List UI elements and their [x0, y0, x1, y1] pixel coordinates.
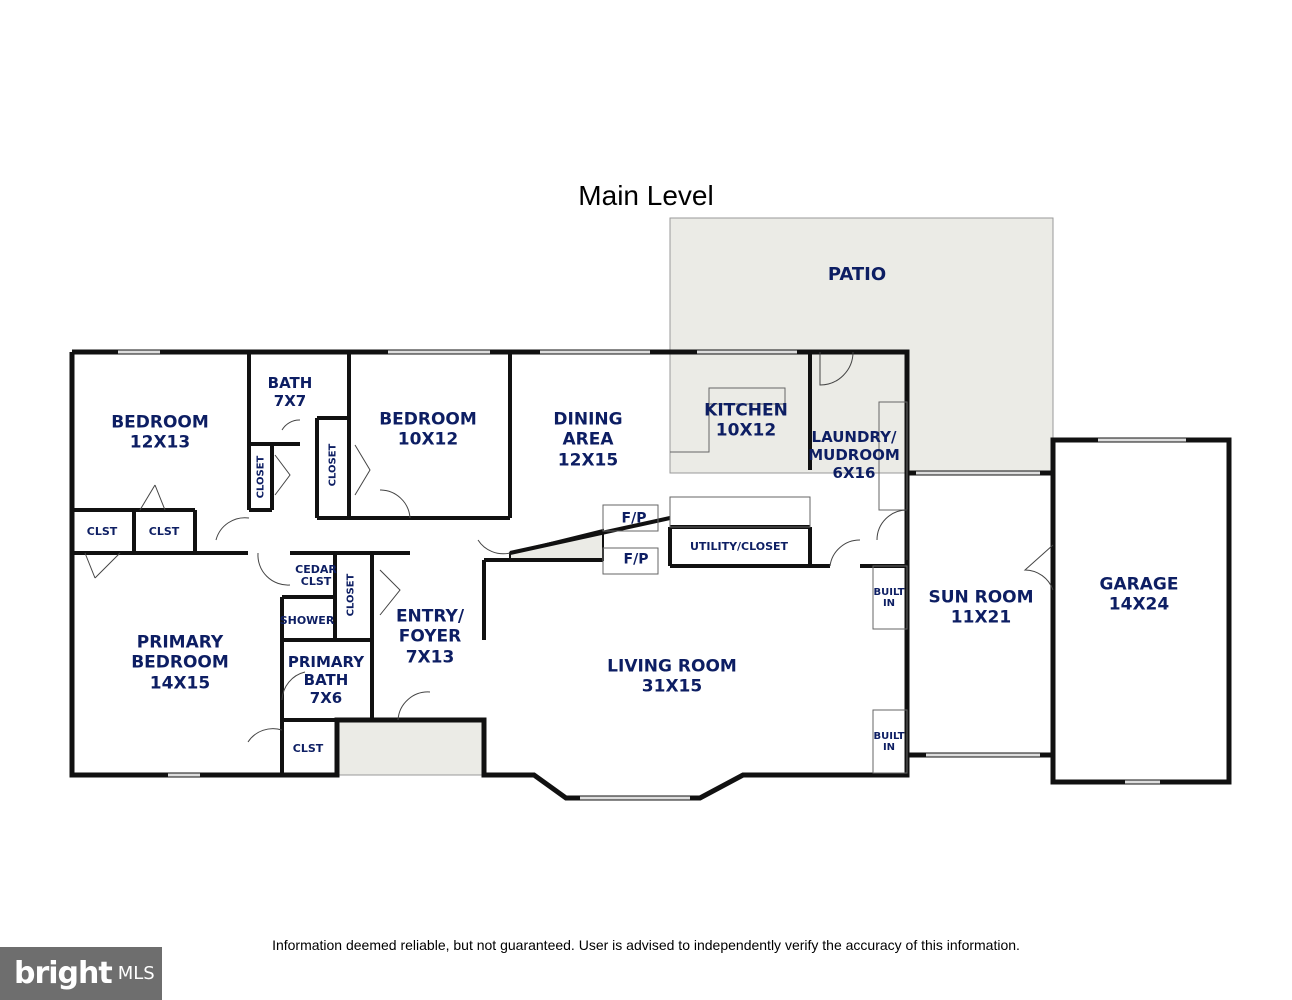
label-built-in-2: BUILT IN [873, 731, 904, 753]
fixtures [84, 350, 1186, 800]
room-name: ENTRY/ [395, 606, 465, 627]
room-name: DINING [553, 409, 623, 430]
label-closet-bath: CLOSET [255, 455, 267, 499]
exterior-walls [69, 349, 1232, 801]
page-title: Main Level [578, 180, 714, 211]
room-name: BEDROOM [379, 409, 477, 430]
room-name: PRIMARY [287, 653, 365, 671]
room-bedroom-1: BEDROOM 12X13 [111, 413, 209, 454]
label-closet-entry: CLOSET [345, 573, 357, 617]
label-clst-left: CLST [86, 524, 118, 538]
room-size: 12X15 [557, 450, 619, 471]
room-primary-bath: PRIMARY BATH 7X6 [288, 653, 364, 707]
room-name: PRIMARY [136, 632, 224, 653]
room-size: 14X15 [149, 673, 211, 694]
room-patio: PATIO [828, 264, 886, 286]
label-cedar-clst-2: CLST [300, 575, 332, 588]
label-closet-bedroom2: CLOSET [327, 443, 339, 487]
label-built-in-1: BUILT IN [873, 587, 904, 609]
label-built: BUILT [873, 587, 905, 598]
label-in: IN [882, 598, 896, 609]
room-bath: BATH 7X7 [268, 374, 313, 410]
room-dining: DINING AREA 12X15 [553, 409, 622, 470]
room-primary-bedroom: PRIMARY BEDROOM 14X15 [131, 632, 229, 693]
room-laundry: LAUNDRY/ MUDROOM 6X16 [808, 428, 900, 482]
room-name-2: FOYER [398, 626, 462, 647]
room-name: KITCHEN [704, 400, 788, 421]
front-porch-area [336, 721, 485, 776]
room-size: 10X12 [397, 430, 459, 450]
room-bedroom-2: BEDROOM 10X12 [379, 410, 477, 451]
room-size: 11X21 [950, 608, 1012, 628]
room-size: 14X24 [1108, 595, 1170, 615]
label-clst-bottom: CLST [292, 741, 324, 755]
room-name: SUN ROOM [928, 587, 1034, 608]
label-clst-mid: CLST [148, 524, 180, 538]
room-name: LAUNDRY/ [811, 428, 897, 446]
room-size: 31X15 [641, 677, 703, 697]
room-kitchen: KITCHEN 10X12 [704, 401, 788, 442]
label-fireplace-bottom: F/P [623, 551, 649, 568]
room-size: 10X12 [715, 421, 777, 441]
bright-mls-logo: bright MLS [0, 947, 162, 1000]
label-utility-closet: UTILITY/CLOSET [689, 539, 789, 553]
room-name-2: BATH [303, 671, 349, 689]
room-living: LIVING ROOM 31X15 [607, 657, 737, 698]
label-built: BUILT [873, 731, 905, 742]
room-name: GARAGE [1099, 574, 1179, 595]
room-name-2: MUDROOM [808, 446, 900, 464]
disclaimer-text: Information deemed reliable, but not gua… [272, 937, 1020, 953]
room-size: 12X13 [129, 433, 191, 453]
room-name-2: AREA [562, 429, 614, 450]
logo-suffix: MLS [117, 963, 155, 984]
room-name-2: BEDROOM [131, 652, 229, 673]
room-name: LIVING ROOM [607, 656, 737, 677]
label-shower: SHOWER [279, 613, 335, 627]
room-size: 7X13 [405, 647, 455, 668]
patio-area [669, 217, 1054, 474]
label-fireplace-top: F/P [621, 510, 647, 527]
logo-brand: bright [14, 956, 113, 991]
room-size: 7X6 [309, 689, 343, 707]
room-sunroom: SUN ROOM 11X21 [928, 588, 1033, 629]
room-name: BEDROOM [111, 412, 209, 433]
room-name: BATH [267, 374, 313, 392]
room-size: 6X16 [832, 464, 876, 482]
label-cedar-clst: CEDAR CLST [295, 562, 337, 588]
label-in: IN [882, 742, 896, 753]
room-name: PATIO [827, 264, 887, 286]
label-cedar: CEDAR [295, 562, 337, 576]
room-entry: ENTRY/ FOYER 7X13 [396, 606, 464, 667]
room-garage: GARAGE 14X24 [1100, 575, 1179, 616]
room-size: 7X7 [273, 392, 307, 410]
